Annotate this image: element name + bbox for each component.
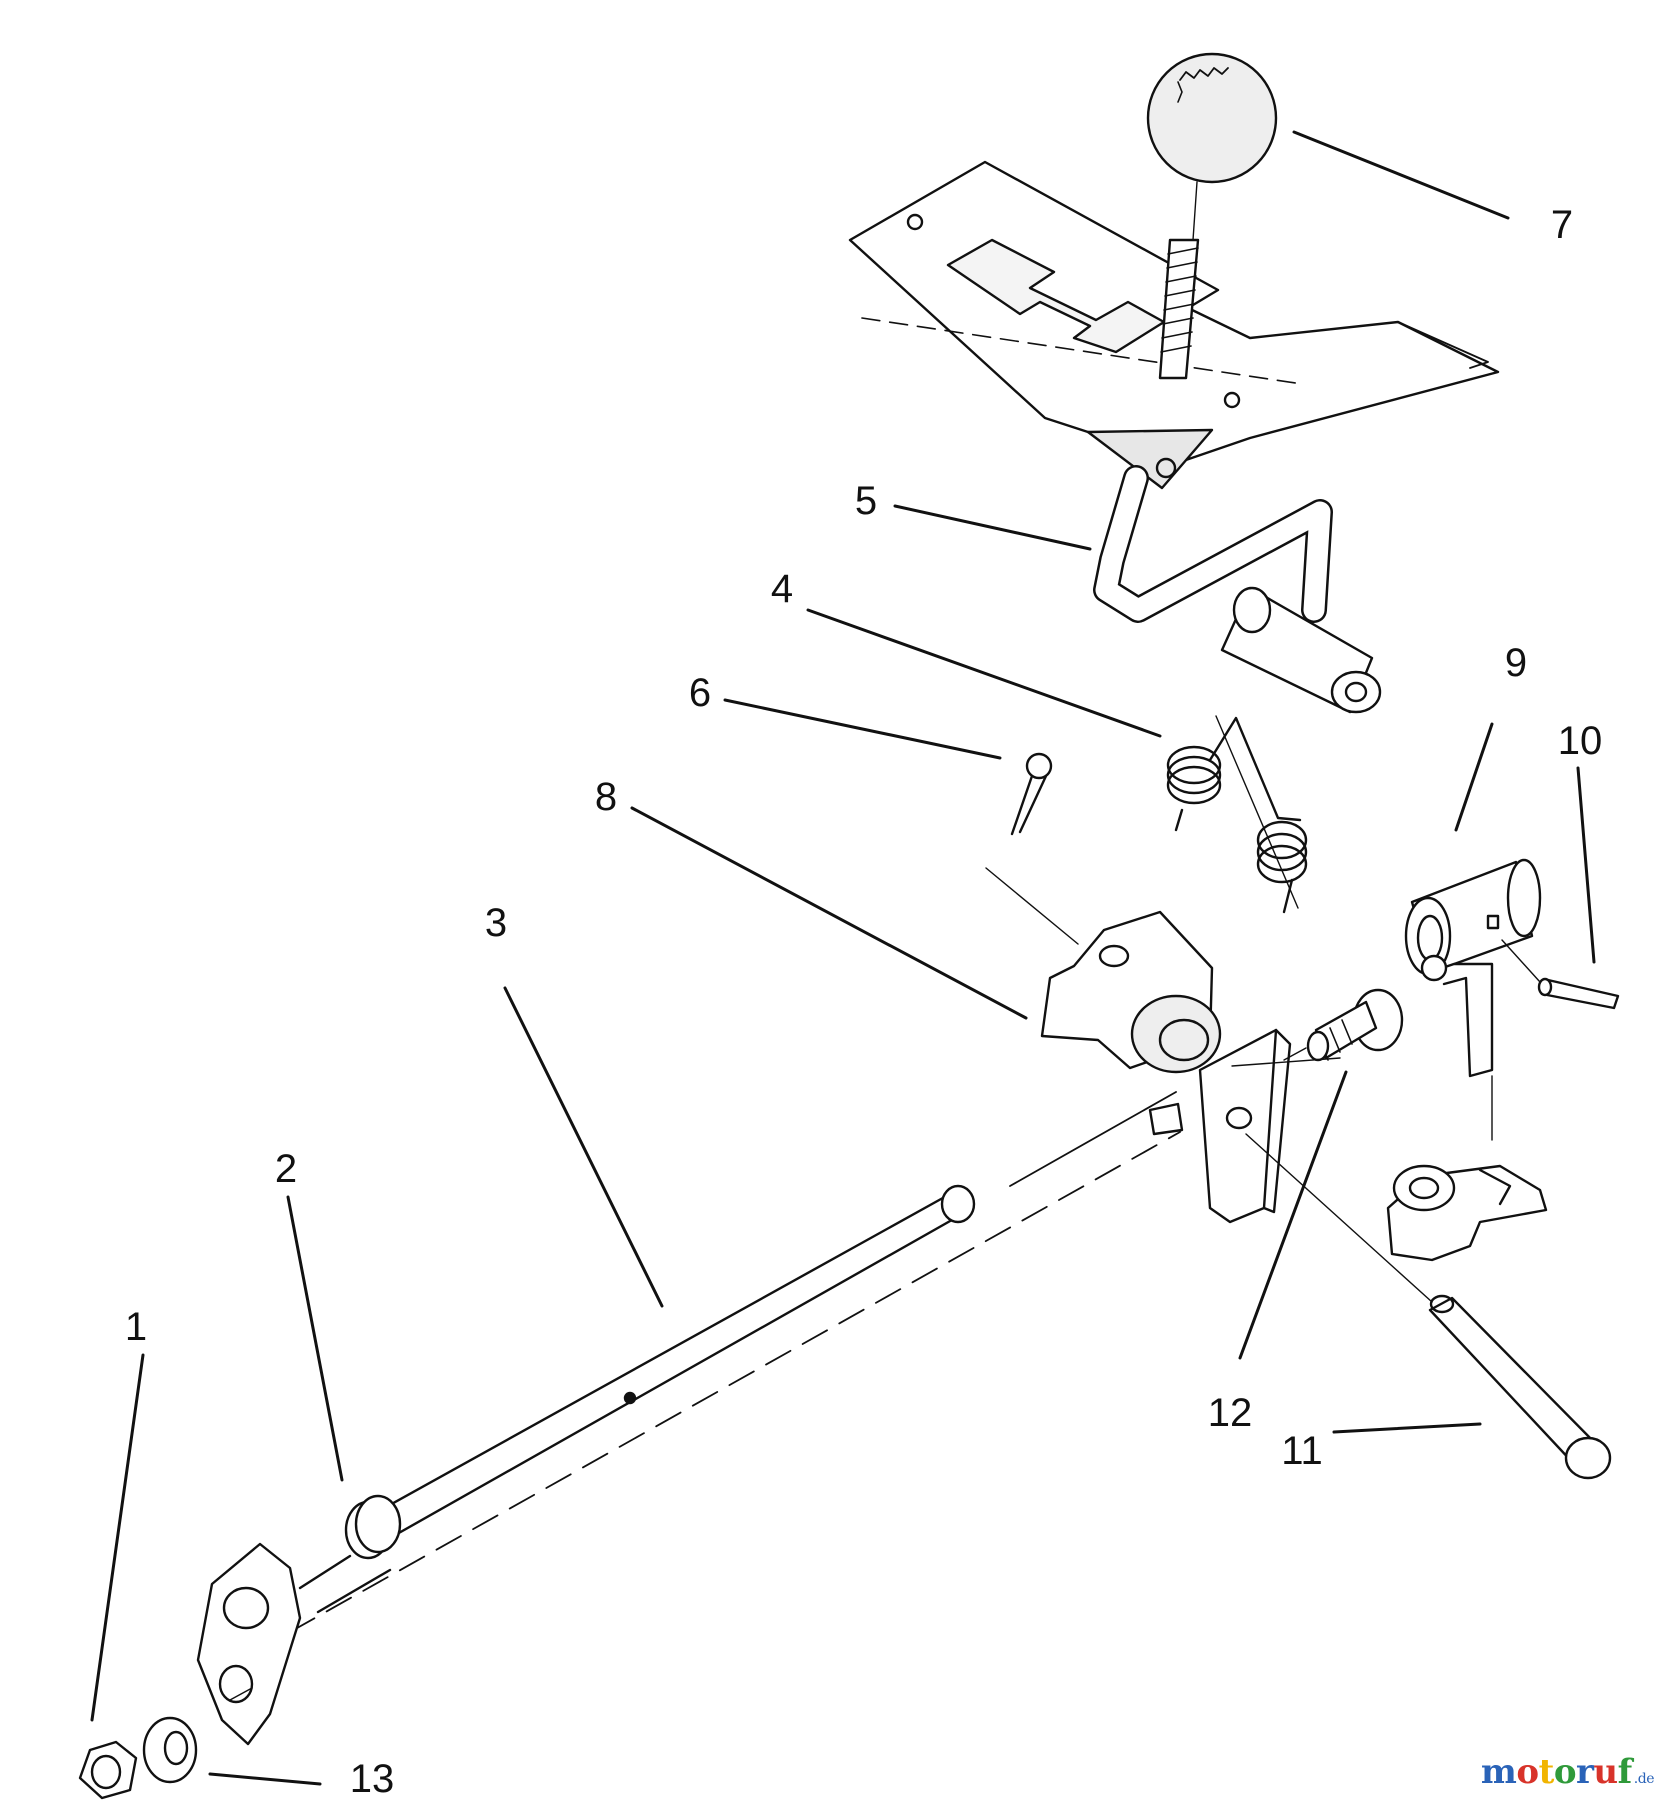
wm-letter-3: t (1538, 1752, 1555, 1792)
callout-9: 9 (1505, 641, 1527, 685)
callout-labels: 1 2 3 4 5 6 7 8 9 10 11 12 13 (125, 203, 1603, 1801)
lever-thread (1158, 238, 1200, 380)
wm-letter-4: o (1553, 1752, 1577, 1792)
callout-5: 5 (855, 479, 877, 523)
callout-6: 6 (689, 671, 711, 715)
callout-4: 4 (771, 567, 793, 611)
part-5-shift-lever (1093, 465, 1333, 623)
callout-8: 8 (595, 775, 617, 819)
part-3-shaft (289, 1091, 1181, 1633)
callout-13: 13 (350, 1757, 395, 1800)
wm-letter-7: f (1617, 1752, 1633, 1792)
part-7-shift-knob (1146, 52, 1278, 184)
part-12-bolt (1283, 988, 1404, 1062)
part-1-hex-nut (78, 1740, 138, 1800)
callout-7: 7 (1551, 203, 1573, 247)
part-10-roll-pin (1501, 939, 1620, 1010)
pivot-tube (1220, 586, 1382, 714)
wm-letter-5: r (1576, 1752, 1594, 1792)
callout-10: 10 (1558, 719, 1603, 763)
callout-11: 11 (1281, 1429, 1323, 1473)
part-6-cotter-pin (1010, 752, 1053, 836)
wm-suffix: .de (1633, 1771, 1655, 1787)
callout-2: 2 (275, 1147, 297, 1191)
callout-1: 1 (125, 1305, 147, 1349)
part-8-bracket (1040, 910, 1292, 1224)
callout-12: 12 (1208, 1391, 1253, 1435)
watermark-logo: motoruf.de (1480, 1752, 1655, 1792)
callout-3: 3 (485, 901, 507, 945)
part-11-clevis-pin (1245, 1133, 1612, 1480)
part-13-washer (142, 1716, 198, 1784)
shift-arm-plate (196, 1542, 302, 1746)
wm-letter-2: o (1516, 1752, 1539, 1792)
leader-lines (90, 130, 1596, 1786)
wm-letter-6: u (1593, 1752, 1618, 1792)
part-2-bushing (298, 1494, 402, 1614)
part-4-spring (1166, 716, 1308, 914)
yoke (1386, 1164, 1548, 1262)
wm-letter-1: m (1480, 1752, 1517, 1792)
part-9-collar (1404, 858, 1542, 1141)
